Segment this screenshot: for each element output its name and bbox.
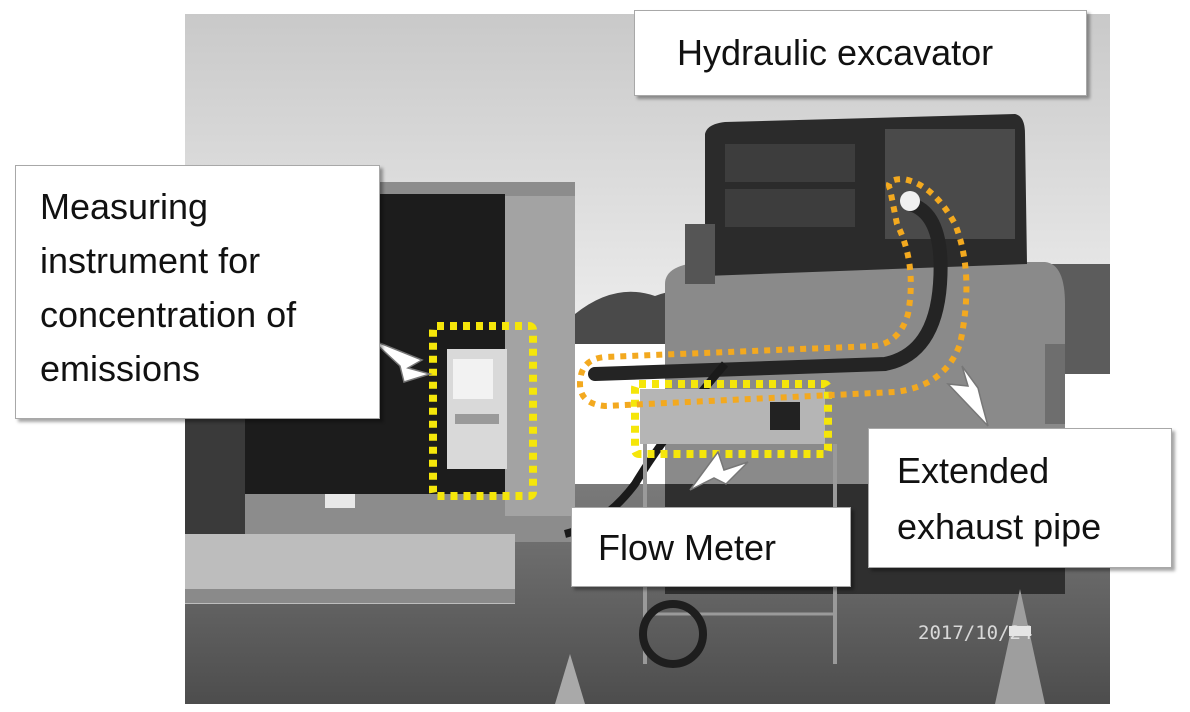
exhaust-arrow-icon bbox=[946, 365, 989, 427]
exhaust-outlet bbox=[900, 191, 920, 211]
label-line: exhaust pipe bbox=[897, 506, 1102, 547]
label-flow-meter: Flow Meter bbox=[571, 507, 851, 587]
exhaust-pipe bbox=[588, 197, 948, 381]
label-line: emissions bbox=[40, 348, 201, 389]
flow-meter-highlight bbox=[631, 380, 832, 458]
instrument-highlight bbox=[429, 322, 537, 500]
measuring-instrument bbox=[447, 349, 507, 469]
label-hydraulic-excavator: Hydraulic excavator bbox=[634, 10, 1087, 96]
label-measuring-instrument: Measuring instrument for concentration o… bbox=[15, 165, 380, 419]
photo-date-stamp: 2017/10/24 bbox=[918, 622, 1033, 644]
label-text: Hydraulic excavator bbox=[677, 32, 994, 73]
measuring-arrow-icon bbox=[371, 339, 433, 383]
flow-meter-arrow-icon bbox=[689, 450, 749, 491]
label-text: Flow Meter bbox=[598, 527, 777, 568]
exhaust-pipe-highlight bbox=[576, 175, 970, 410]
traffic-cone bbox=[995, 589, 1045, 704]
label-extended-exhaust-pipe: Extended exhaust pipe bbox=[868, 428, 1172, 568]
label-line: Measuring bbox=[40, 186, 209, 227]
label-line: instrument for bbox=[40, 240, 261, 281]
label-line: Extended bbox=[897, 450, 1050, 491]
label-line: concentration of bbox=[40, 294, 297, 335]
